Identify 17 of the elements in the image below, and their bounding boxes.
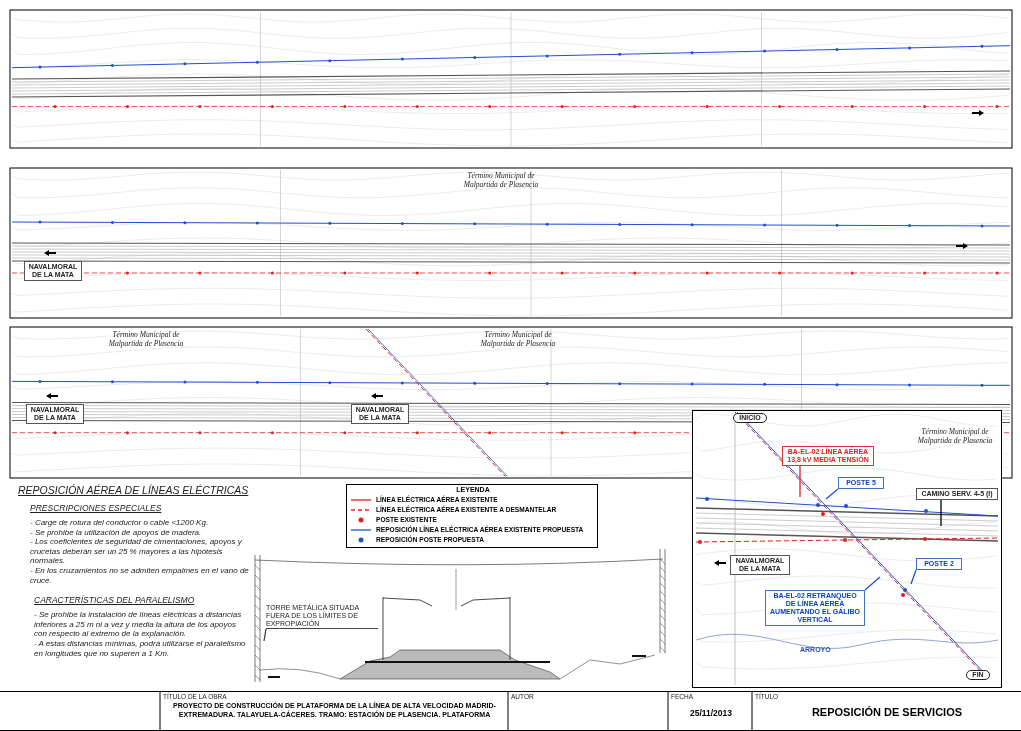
- date-text: 25/11/2013: [688, 708, 734, 718]
- body-text: - En los cruzamientos no se admiten empalmes en el vano de cruce.: [30, 565, 250, 586]
- section-heading: REPOSICIÓN AÉREA DE LÍNEAS ELÉCTRICAS: [18, 484, 250, 496]
- subheading: CARACTERÍSTICAS DEL PARALELISMO: [34, 595, 196, 606]
- body-text: - A estas distancias mínimas, podrá utilizarse el paralelismo en longitudes que no superen a 1 Km.: [34, 638, 247, 659]
- body-text: - Se prohibe la utilización de apoyos de madera.: [30, 527, 203, 538]
- body-text: - Carge de rotura del conductor o cable <1200 Kg.: [30, 518, 210, 528]
- body-text: - Se prohibe la instalación de líneas eléctricas a distancias inferiores a 25 m ni a vez y media la altura de los apoyos con respecto al extremo de la explanación.: [34, 610, 243, 639]
- leader-line: [910, 569, 917, 585]
- leader-line: [864, 576, 881, 591]
- leader-line: [799, 465, 801, 498]
- leader-line: [825, 488, 839, 500]
- drawing-title: REPOSICIÓN DE SERVICIOS: [810, 706, 964, 718]
- body-text: - Los coeficientes de seguridad de cimentaciones, apoyos y crucetas deberán ser un 25 % mayores a las hipótesis normales.: [30, 537, 243, 566]
- subheading: PRESCRIPCIONES ESPECIALES: [30, 503, 163, 513]
- leader-line: [263, 628, 267, 642]
- leader-line: [940, 499, 942, 527]
